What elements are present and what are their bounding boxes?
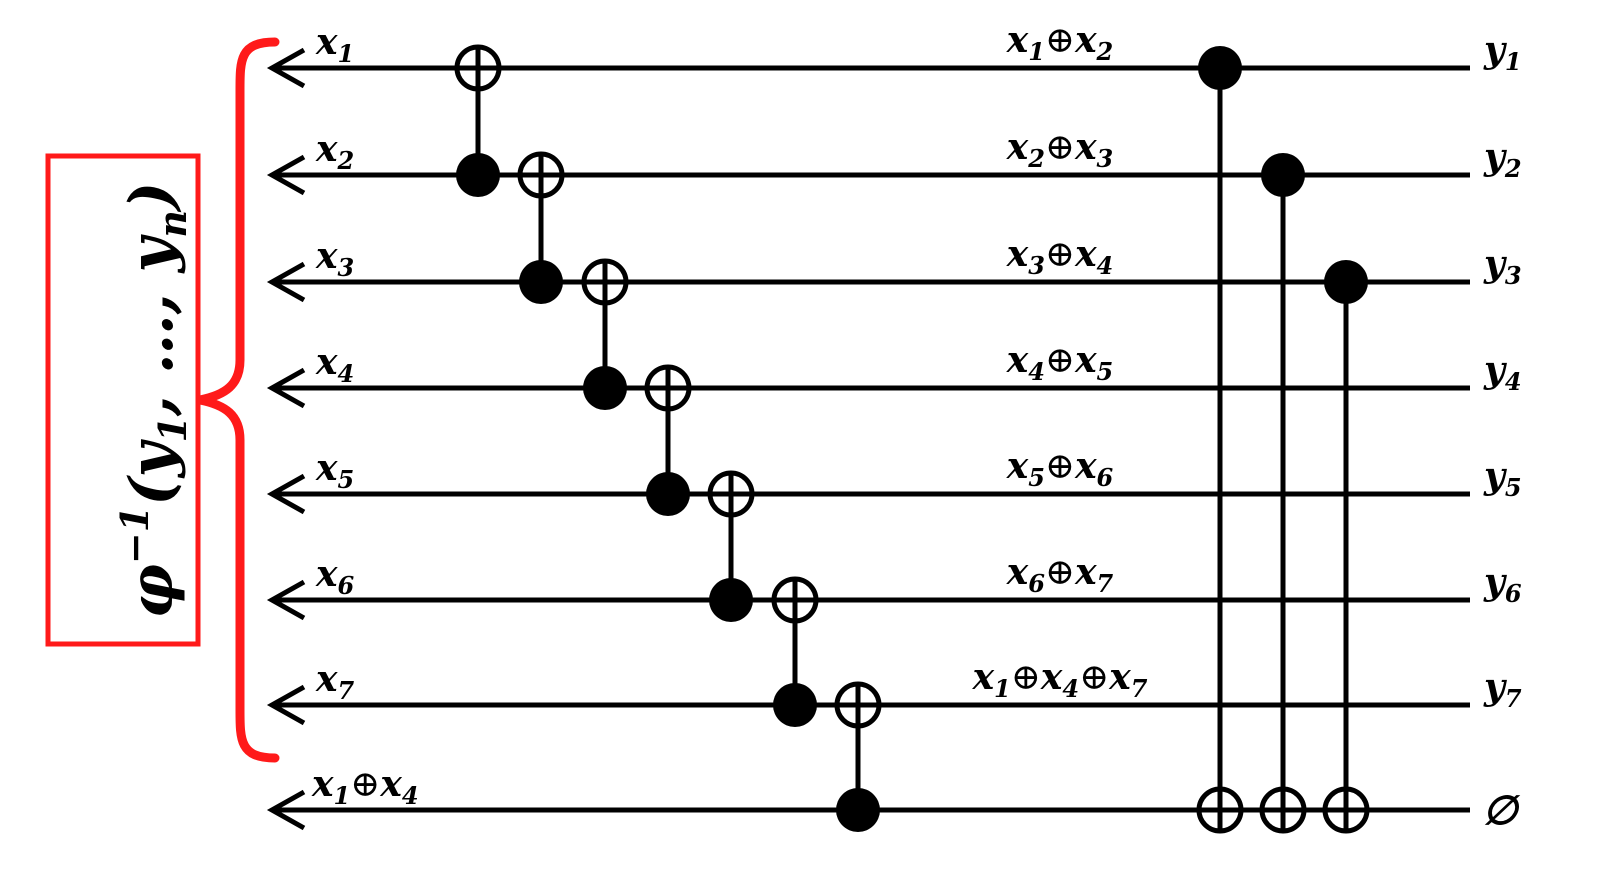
wire-arrow-2 <box>266 154 306 196</box>
wire-arrow-5 <box>266 473 306 515</box>
mid-label-5: x5​⊕x6​ <box>1006 445 1114 492</box>
control-dot-9 <box>1261 153 1305 197</box>
wire-arrow-8 <box>266 789 306 831</box>
mid-label-6: x6​⊕x7​ <box>1006 551 1114 598</box>
wire-arrow-1 <box>266 47 306 89</box>
args-sub-1: 1 <box>150 416 195 442</box>
right-label-y3: y3​ <box>1483 243 1522 290</box>
right-label-y2: y2​ <box>1483 136 1522 183</box>
args-close: ) <box>117 182 187 213</box>
left-label-x2: x2​ <box>315 128 354 175</box>
args-sub-n: n <box>150 210 195 238</box>
control-dot-6 <box>773 683 817 727</box>
phi-symbol: φ <box>117 564 187 618</box>
mid-label-3: x3​⊕x4​ <box>1006 233 1114 280</box>
args-open: (y <box>117 438 187 505</box>
wire-arrow-3 <box>266 261 306 303</box>
wire-arrow-7 <box>266 684 306 726</box>
left-label-x3: x3​ <box>315 235 354 282</box>
control-dot-5 <box>709 578 753 622</box>
control-dot-4 <box>646 472 690 516</box>
mid-label-2: x2​⊕x3​ <box>1006 126 1114 173</box>
control-dot-8 <box>1198 46 1242 90</box>
svg-text:φ−1(y1, …, yn): φ−1(y1, …, yn) <box>112 182 195 619</box>
control-dot-2 <box>519 260 563 304</box>
curly-brace <box>199 37 280 763</box>
mid-label-4: x4​⊕x5​ <box>1006 339 1114 386</box>
left-label-x1-xor-x4: x1​⊕x4​ <box>311 763 419 810</box>
control-dot-3 <box>583 366 627 410</box>
control-dot-7 <box>836 788 880 832</box>
right-label-y6: y6​ <box>1483 561 1522 608</box>
inverse-superscript: −1 <box>112 506 157 564</box>
inverse-map-label: φ−1(y1, …, yn) <box>112 182 195 619</box>
right-label-y7: y7​ <box>1483 666 1522 713</box>
left-label-x7: x7​ <box>315 658 354 705</box>
mid-label-7: x1​⊕x4​⊕x7​ <box>972 656 1148 703</box>
left-label-x5: x5​ <box>315 447 354 494</box>
gates-group <box>454 44 1370 834</box>
left-label-x4: x4​ <box>315 341 354 388</box>
control-dot-1 <box>456 153 500 197</box>
left-label-x6: x6​ <box>315 553 354 600</box>
mid-label-1: x1​⊕x2​ <box>1006 19 1114 66</box>
args-middle: , …, y <box>117 234 187 418</box>
inverse-map-box <box>45 153 201 647</box>
right-label-empty-set: ∅ <box>1483 787 1521 834</box>
right-label-y1: y1​ <box>1483 29 1522 76</box>
control-dot-10 <box>1324 260 1368 304</box>
wire-arrow-6 <box>266 579 306 621</box>
right-label-y4: y4​ <box>1483 349 1522 396</box>
labels-group: x1​ x2​ x3​ x4​ x5​ x6​ x7​ x1​⊕x4​ x1​⊕x2​ x2​⊕x… <box>311 19 1522 834</box>
left-label-x1: x1​ <box>315 21 354 68</box>
wire-arrow-4 <box>266 367 306 409</box>
right-label-y5: y5​ <box>1483 455 1522 502</box>
